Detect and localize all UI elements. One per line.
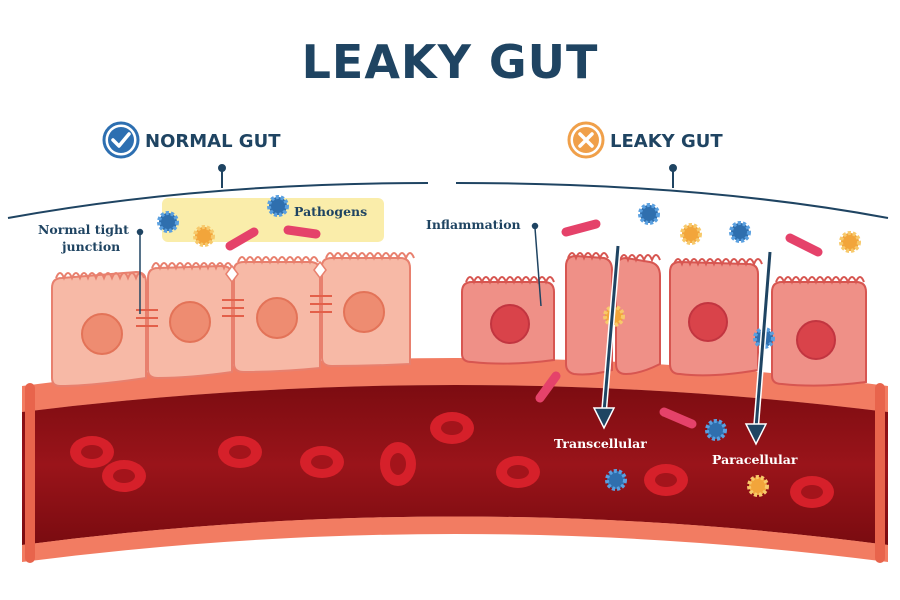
normal-gut-label: NORMAL GUT bbox=[145, 131, 281, 152]
red-blood-cell bbox=[70, 436, 114, 468]
red-blood-cell bbox=[218, 436, 262, 468]
round-pathogens bbox=[157, 195, 861, 497]
transcellular-arrow bbox=[592, 245, 621, 430]
normal-cell bbox=[233, 256, 321, 374]
paracellular-label: Paracellular bbox=[712, 452, 798, 467]
transcellular-label: Transcellular bbox=[554, 436, 647, 451]
red-blood-cell bbox=[496, 456, 540, 488]
blue-pathogen bbox=[605, 469, 627, 491]
tight-junction-label-line1: Normal tight bbox=[38, 222, 129, 237]
normal-cell bbox=[51, 270, 147, 388]
red-blood-cell bbox=[300, 446, 344, 478]
page-title: LEAKY GUT bbox=[302, 35, 599, 89]
inflamed-cell bbox=[461, 276, 555, 365]
rod-bacterium bbox=[225, 227, 259, 251]
blue-pathogen bbox=[638, 203, 660, 225]
inflamed-cell bbox=[669, 258, 763, 377]
red-blood-cell bbox=[644, 464, 688, 496]
red-blood-cell bbox=[430, 412, 474, 444]
blue-pathogen bbox=[157, 211, 179, 233]
red-blood-cell bbox=[102, 460, 146, 492]
rod-bacterium bbox=[561, 219, 601, 237]
normal-cell bbox=[321, 252, 415, 368]
normal-gut-header: NORMAL GUT bbox=[102, 121, 281, 159]
x-icon bbox=[567, 121, 605, 159]
normal-cell bbox=[147, 262, 233, 380]
orange-pathogen bbox=[747, 475, 769, 497]
orange-pathogen bbox=[839, 231, 861, 253]
red-blood-cell bbox=[790, 476, 834, 508]
callout-lines bbox=[136, 222, 542, 314]
red-blood-cells bbox=[70, 412, 834, 508]
blue-pathogen bbox=[267, 195, 289, 217]
leaky-gut-label: LEAKY GUT bbox=[610, 131, 723, 152]
rod-bacteria bbox=[225, 219, 823, 429]
check-icon bbox=[102, 121, 140, 159]
orange-pathogen bbox=[680, 223, 702, 245]
orange-pathogen bbox=[193, 225, 215, 247]
rod-bacterium bbox=[283, 225, 321, 239]
inflammation-label: Inflammation bbox=[426, 217, 521, 232]
blue-pathogen bbox=[705, 419, 727, 441]
inflamed-cell bbox=[771, 276, 867, 387]
blue-pathogen bbox=[729, 221, 751, 243]
rod-bacterium bbox=[659, 407, 697, 429]
normal-epithelial-cells bbox=[51, 252, 415, 388]
paracellular-arrow bbox=[744, 251, 773, 446]
pathogens-label: Pathogens bbox=[294, 204, 367, 219]
pathogens-highlight-box bbox=[162, 198, 384, 242]
leaky-gut-header: LEAKY GUT bbox=[567, 121, 723, 159]
red-blood-cell bbox=[380, 442, 416, 486]
rod-bacterium bbox=[535, 371, 561, 403]
tight-junction-label-line2: junction bbox=[61, 239, 120, 254]
section-brackets bbox=[7, 164, 889, 219]
rod-bacterium bbox=[785, 233, 823, 257]
blood-vessel bbox=[22, 358, 888, 563]
